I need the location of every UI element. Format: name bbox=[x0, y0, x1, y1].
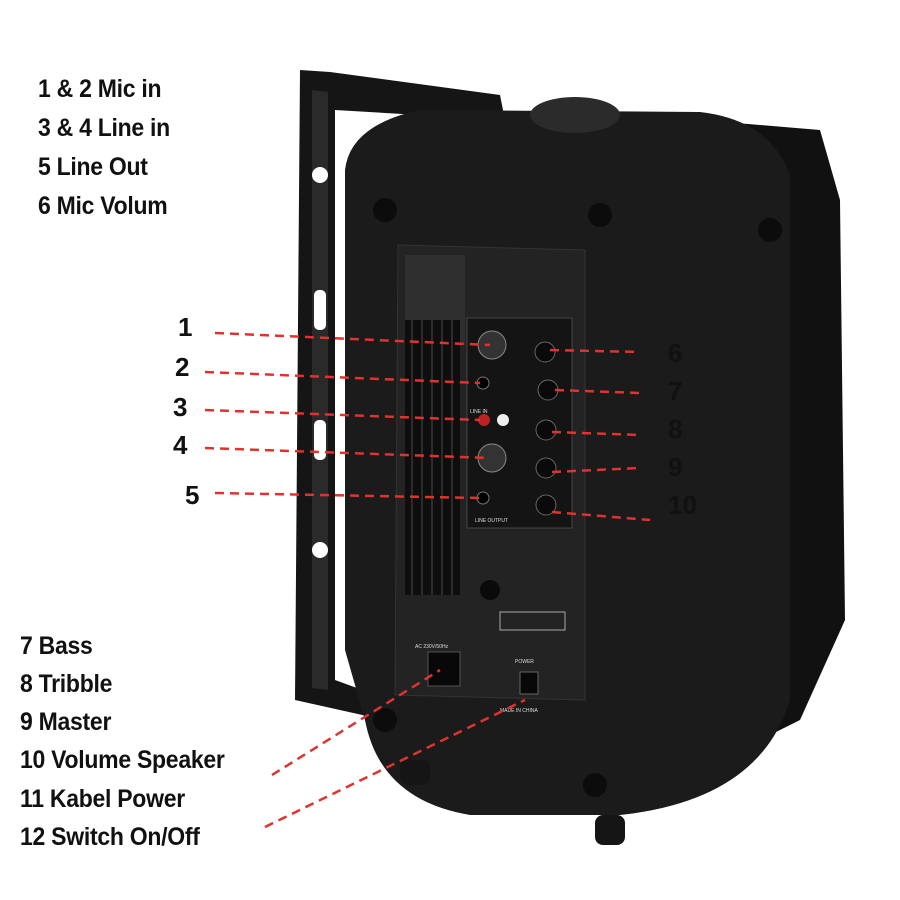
legend-item: 1 & 2 Mic in bbox=[38, 75, 162, 103]
power-switch bbox=[519, 671, 539, 695]
knob-master bbox=[535, 457, 557, 479]
callout-number: 9 bbox=[668, 452, 683, 482]
callout-number: 1 bbox=[178, 312, 193, 342]
legend-item: 3 & 4 Line in bbox=[38, 114, 170, 142]
legend-item: 5 Line Out bbox=[38, 153, 148, 181]
callout-number: 6 bbox=[668, 338, 683, 368]
callout-number: 10 bbox=[668, 490, 697, 520]
legend-item: 11 Kabel Power bbox=[20, 785, 185, 813]
knob-speaker-volume bbox=[535, 494, 557, 516]
callout-number: 3 bbox=[173, 392, 188, 422]
knob-mic-volume bbox=[534, 341, 556, 363]
legend-item: 7 Bass bbox=[20, 632, 93, 660]
panel-line-in: LINE IN bbox=[470, 409, 488, 415]
knob-treble bbox=[535, 419, 557, 441]
callout-number: 8 bbox=[668, 414, 683, 444]
callout-number: 5 bbox=[185, 480, 200, 510]
callout-lines bbox=[204, 331, 651, 829]
legend-item: 10 Volume Speaker bbox=[20, 746, 225, 774]
panel-made-label: MADE IN CHINA bbox=[500, 708, 538, 714]
callout-number: 4 bbox=[173, 430, 188, 460]
wall-bracket bbox=[295, 70, 505, 720]
callout-number: 2 bbox=[175, 352, 190, 382]
callout-number: 7 bbox=[668, 376, 683, 406]
rca-input-3 bbox=[478, 414, 490, 426]
handle-knob bbox=[530, 97, 620, 133]
legend-item: 9 Master bbox=[20, 708, 112, 736]
power-socket bbox=[427, 651, 461, 687]
panel-ac-label: AC 230V/50Hz bbox=[415, 644, 449, 650]
amplifier-panel: LINE IN LINE OUTPUT AC 230V/50Hz POWER M… bbox=[394, 244, 586, 714]
legend-item: 6 Mic Volum bbox=[38, 192, 168, 220]
legend-item: 12 Switch On/Off bbox=[20, 823, 200, 851]
panel-power-label: POWER bbox=[515, 659, 534, 665]
panel-line-output: LINE OUTPUT bbox=[475, 518, 508, 524]
legend-item: 8 Tribble bbox=[20, 670, 113, 698]
xlr-input-1 bbox=[477, 330, 507, 360]
